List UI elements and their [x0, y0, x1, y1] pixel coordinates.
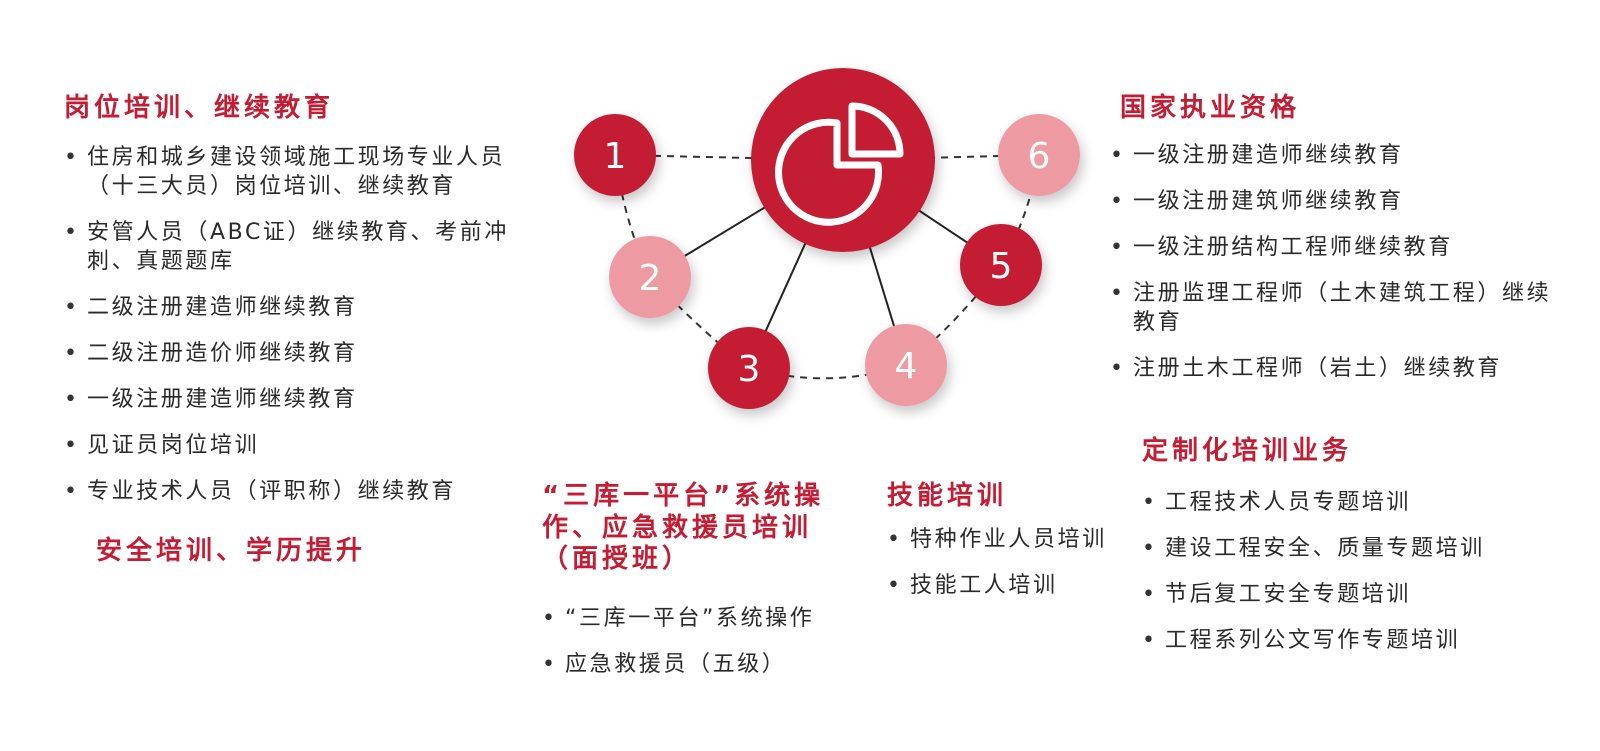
- node-number: 4: [895, 346, 918, 387]
- node-number: 5: [990, 246, 1013, 287]
- list-item: 注册土木工程师（岩土）继续教育: [1110, 354, 1590, 383]
- list-item: 节后复工安全专题培训: [1142, 580, 1582, 609]
- list-item: 二级注册建造师继续教育: [64, 293, 564, 322]
- diagram-nodes: 1 2 3 4 5 6: [574, 114, 1080, 409]
- node-number: 1: [604, 136, 627, 177]
- node-6: 6: [998, 114, 1080, 196]
- list-item: 应急救援员（五级）: [542, 650, 862, 679]
- list-item: 建设工程安全、质量专题培训: [1142, 534, 1582, 563]
- section-title: 岗位培训、继续教育: [64, 93, 335, 123]
- section-guojia: 国家执业资格 一级注册建造师继续教育 一级注册建筑师继续教育 一级注册结构工程师…: [1110, 93, 1590, 400]
- item-list: 工程技术人员专题培训 建设工程安全、质量专题培训 节后复工安全专题培训 工程系列…: [1142, 488, 1582, 655]
- list-item: 住房和城乡建设领域施工现场专业人员（十三大员）岗位培训、继续教育: [64, 143, 537, 201]
- node-number: 3: [738, 349, 761, 390]
- list-item: 一级注册建筑师继续教育: [1110, 187, 1590, 216]
- section-gangwei: 岗位培训、继续教育 住房和城乡建设领域施工现场专业人员（十三大员）岗位培训、继续…: [64, 93, 564, 523]
- node-2: 2: [609, 236, 691, 318]
- item-list: 特种作业人员培训 技能工人培训: [887, 525, 1137, 600]
- center-hub: [751, 68, 935, 252]
- list-item: “三库一平台”系统操作: [542, 604, 862, 633]
- section-title: “三库一平台”系统操作、应急救援员培训（面授班）: [542, 481, 825, 575]
- list-item: 见证员岗位培训: [64, 431, 564, 460]
- list-item: 工程技术人员专题培训: [1142, 488, 1582, 517]
- node-circle: [865, 324, 947, 406]
- list-item: 工程系列公文写作专题培训: [1142, 626, 1582, 655]
- section-title: 定制化培训业务: [1142, 436, 1353, 466]
- list-item: 一级注册建造师继续教育: [64, 385, 564, 414]
- node-circle: [998, 114, 1080, 196]
- section-dingzhi: 定制化培训业务 工程技术人员专题培训 建设工程安全、质量专题培训 节后复工安全专…: [1142, 436, 1582, 672]
- section-sanku: “三库一平台”系统操作、应急救援员培训（面授班） “三库一平台”系统操作 应急救…: [542, 481, 862, 696]
- list-item: 一级注册建造师继续教育: [1110, 141, 1590, 170]
- section-title: 技能培训: [887, 481, 1008, 511]
- node-number: 6: [1028, 136, 1051, 177]
- node-circle: [708, 327, 790, 409]
- list-item: 专业技术人员（评职称）继续教育: [64, 477, 564, 506]
- node-3: 3: [708, 327, 790, 409]
- node-circle: [574, 114, 656, 196]
- section-title: 安全培训、学历提升: [96, 536, 367, 566]
- list-item: 注册监理工程师（土木建筑工程）继续教育: [1110, 279, 1563, 337]
- section-anquan: 安全培训、学历提升: [96, 536, 366, 568]
- item-list: “三库一平台”系统操作 应急救援员（五级）: [542, 604, 862, 679]
- list-item: 特种作业人员培训: [887, 525, 1137, 554]
- node-circle: [960, 224, 1042, 306]
- item-list: 一级注册建造师继续教育 一级注册建筑师继续教育 一级注册结构工程师继续教育 注册…: [1110, 141, 1590, 383]
- section-title: 国家执业资格: [1120, 93, 1301, 123]
- node-5: 5: [960, 224, 1042, 306]
- node-4: 4: [865, 324, 947, 406]
- node-circle: [609, 236, 691, 318]
- list-item: 安管人员（ABC证）继续教育、考前冲刺、真题题库: [64, 218, 537, 276]
- list-item: 技能工人培训: [887, 571, 1137, 600]
- item-list: 住房和城乡建设领域施工现场专业人员（十三大员）岗位培训、继续教育 安管人员（AB…: [64, 143, 564, 506]
- node-number: 2: [639, 258, 662, 299]
- pie-chart-icon: [775, 102, 904, 226]
- list-item: 一级注册结构工程师继续教育: [1110, 233, 1590, 262]
- node-1: 1: [574, 114, 656, 196]
- section-jineng: 技能培训 特种作业人员培训 技能工人培训: [887, 481, 1137, 617]
- list-item: 二级注册造价师继续教育: [64, 339, 564, 368]
